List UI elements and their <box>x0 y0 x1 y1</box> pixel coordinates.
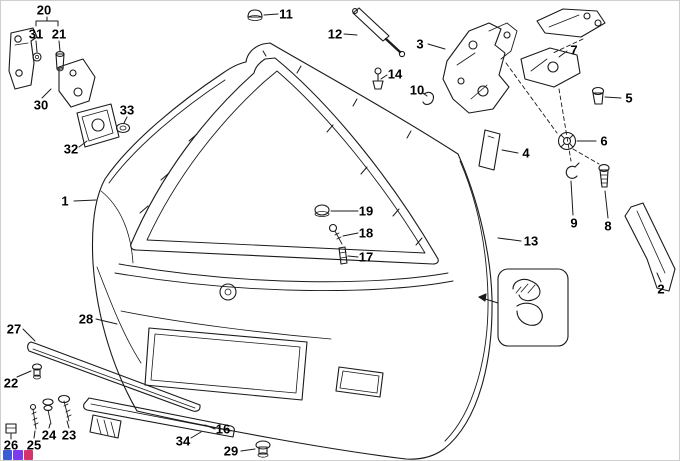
part-callout-30[interactable]: 30 <box>33 97 49 113</box>
clip-10 <box>422 91 434 105</box>
part-callout-1[interactable]: 1 <box>61 193 69 209</box>
pin-8 <box>598 164 610 188</box>
grommet-33 <box>115 122 131 134</box>
part-callout-20[interactable]: 20 <box>36 2 52 18</box>
part-callout-4[interactable]: 4 <box>522 145 530 161</box>
part-callout-3[interactable]: 3 <box>416 36 424 52</box>
part-callout-33[interactable]: 33 <box>119 102 135 118</box>
trim-strip-27 <box>27 341 201 412</box>
hinge-plate-32 <box>76 103 120 148</box>
hinge-assembly-3 <box>442 22 518 114</box>
gas-strut-12 <box>352 7 406 58</box>
part-callout-18[interactable]: 18 <box>358 225 374 241</box>
watermark-stripe <box>3 450 13 460</box>
part-callout-26[interactable]: 26 <box>3 437 19 453</box>
part-callout-19[interactable]: 19 <box>358 203 374 219</box>
part-callout-22[interactable]: 22 <box>3 375 19 391</box>
fasteners-19-18-17 <box>314 204 348 265</box>
circlip-9 <box>565 162 580 179</box>
part-callout-10[interactable]: 10 <box>409 82 425 98</box>
part-callout-24[interactable]: 24 <box>41 427 57 443</box>
part-callout-17[interactable]: 17 <box>358 249 374 265</box>
plate-top-right <box>536 8 606 38</box>
part-callout-32[interactable]: 32 <box>63 141 79 157</box>
part-callout-23[interactable]: 23 <box>61 427 77 443</box>
trim-2 <box>624 202 676 292</box>
assembly-dashed-lines <box>505 38 600 165</box>
part-callout-8[interactable]: 8 <box>604 218 612 234</box>
part-callout-16[interactable]: 16 <box>215 421 231 437</box>
bracket-7 <box>520 47 581 88</box>
tailgate-body <box>91 42 493 460</box>
part-callout-9[interactable]: 9 <box>570 215 578 231</box>
part-callout-29[interactable]: 29 <box>223 443 239 459</box>
watermark-logo <box>3 450 33 460</box>
part-callout-25[interactable]: 25 <box>26 437 42 453</box>
part-callout-27[interactable]: 27 <box>6 321 22 337</box>
grommet-29 <box>255 440 271 458</box>
part-callout-31[interactable]: 31 <box>28 26 44 42</box>
watermark-stripe <box>23 450 33 460</box>
part-callout-5[interactable]: 5 <box>625 90 633 106</box>
molding-16-34 <box>83 397 235 439</box>
seal-4 <box>478 129 501 171</box>
part-callout-28[interactable]: 28 <box>78 311 94 327</box>
part-callout-6[interactable]: 6 <box>600 133 608 149</box>
seal-inset-box <box>478 268 569 347</box>
buffer-14 <box>372 67 384 90</box>
hinge-bracket-20-group <box>8 16 96 108</box>
watermark-stripe <box>13 450 23 460</box>
part-callout-13[interactable]: 13 <box>523 233 539 249</box>
part-callout-2[interactable]: 2 <box>657 281 665 297</box>
part-callout-12[interactable]: 12 <box>327 26 343 42</box>
grommet-22 <box>31 363 43 380</box>
part-callout-7[interactable]: 7 <box>570 42 578 58</box>
pin-5 <box>591 86 605 105</box>
star-nut-6 <box>557 131 577 151</box>
fasteners-23-24-25-26 <box>5 394 72 434</box>
leader-lines <box>10 13 662 452</box>
cap-11 <box>247 9 263 21</box>
part-callout-14[interactable]: 14 <box>387 66 403 82</box>
part-callout-21[interactable]: 21 <box>51 26 67 42</box>
part-callout-11[interactable]: 11 <box>279 6 293 22</box>
part-callout-34[interactable]: 34 <box>175 433 191 449</box>
